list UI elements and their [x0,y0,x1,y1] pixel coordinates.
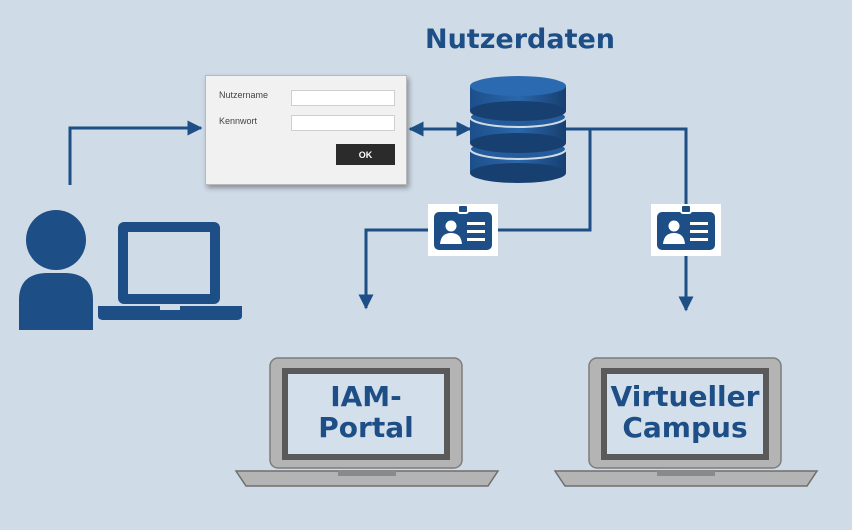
ok-button[interactable]: OK [336,144,395,165]
laptop-iam-portal [234,357,500,487]
virtueller-campus-line1: Virtueller [610,380,760,413]
laptop-virtueller-campus [553,357,819,487]
password-field[interactable] [291,115,395,131]
id-card-icon [428,204,498,256]
id-card-icon [651,204,721,256]
iam-portal-line2: Portal [318,411,414,444]
virtueller-campus-line2: Campus [622,411,748,444]
laptop-icon [98,222,242,320]
user-icon [19,210,93,330]
virtueller-campus-label: Virtueller Campus [607,381,763,443]
username-field[interactable] [291,90,395,106]
password-label: Kennwort [219,116,258,126]
iam-portal-line1: IAM- [330,380,402,413]
login-dialog: Nutzername Kennwort OK [205,75,407,185]
iam-portal-label: IAM- Portal [288,381,444,443]
arrow-user-to-login [68,120,203,185]
database-title: Nutzerdaten [424,24,616,55]
username-label: Nutzername [219,90,269,100]
database-icon [469,76,567,183]
